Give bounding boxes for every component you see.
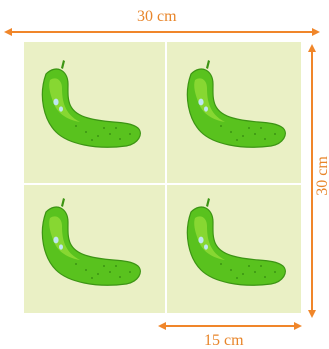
bottom-dimension-label: 15 cm (204, 332, 244, 349)
tile-bottom-right (167, 185, 301, 313)
top-dimension-label: 30 cm (137, 8, 177, 25)
tile-top-right (167, 42, 301, 183)
right-dimension-label: 30 cm (314, 156, 329, 196)
